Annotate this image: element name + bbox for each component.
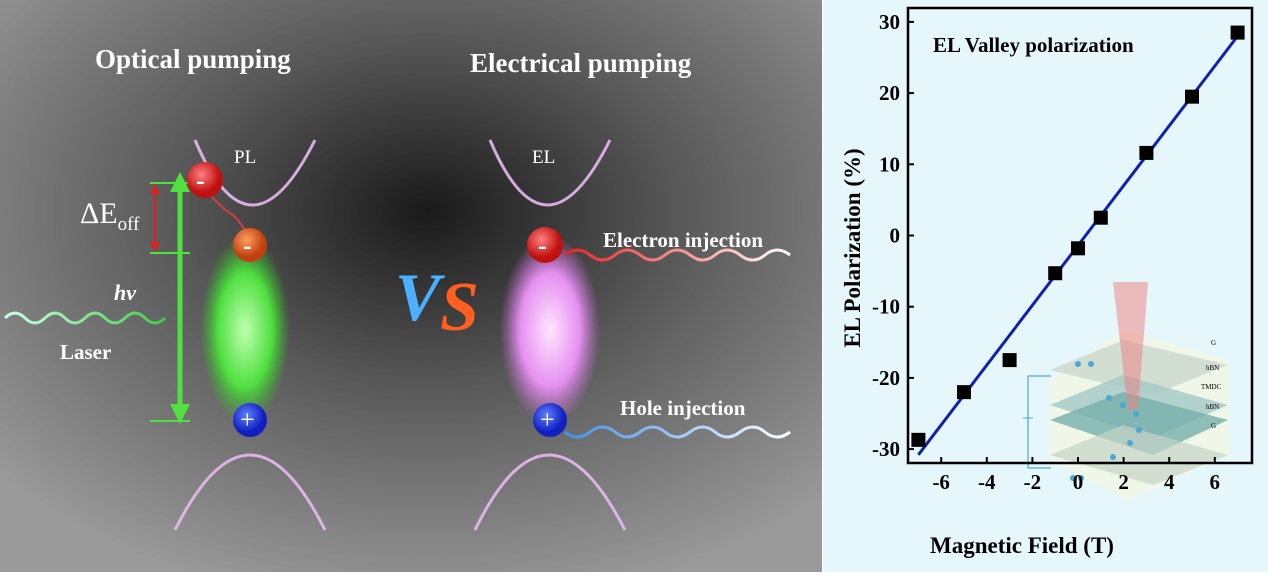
pumping-diagram: V S Optical pumping Electrical pumping P… (0, 0, 822, 572)
y-tick-label: 10 (879, 152, 900, 176)
minus-sign: - (538, 231, 547, 260)
hole-wave (564, 425, 791, 439)
y-tick-label: 30 (879, 10, 900, 34)
delta-e-label: ΔEoff (80, 197, 140, 235)
electron-injection-label: Electron injection (603, 228, 764, 252)
data-point (1048, 266, 1063, 281)
minus-sign: - (196, 166, 205, 195)
plus-sign: + (240, 405, 255, 434)
data-point (1185, 89, 1199, 104)
device-inset (1023, 282, 1228, 500)
diagram-canvas: V S (0, 0, 822, 572)
data-point (1093, 210, 1108, 225)
x-tick-label: 2 (1118, 470, 1129, 494)
x-tick-label: 6 (1210, 470, 1221, 494)
vs-logo: V (395, 259, 445, 335)
electron-wave (564, 248, 791, 262)
data-point (1139, 145, 1154, 160)
data-point (911, 432, 926, 447)
minus-sign: - (243, 231, 252, 260)
exciton-green (200, 235, 290, 425)
y-axis-label: EL Polarization (%) (840, 148, 865, 348)
layer-label: TMDC (1201, 383, 1222, 391)
emission-wave (209, 194, 249, 234)
layer-label: G (1211, 422, 1217, 430)
y-tick-label: -20 (872, 366, 900, 390)
x-tick-label: -2 (1024, 470, 1042, 494)
hole-ball (233, 403, 267, 437)
data-point (1002, 353, 1017, 368)
y-tick-label: 0 (890, 224, 901, 248)
x-tick-label: -4 (978, 470, 996, 494)
electron-ball (187, 162, 223, 198)
laser-label: Laser (60, 340, 112, 364)
layer-label: G (1211, 339, 1217, 347)
data-point (957, 385, 971, 400)
y-tick-label: -30 (872, 437, 900, 461)
hole-injection-label: Hole injection (620, 396, 746, 420)
data-point (1230, 25, 1245, 40)
electron-ball (527, 227, 563, 263)
chart-title: EL Valley polarization (933, 33, 1134, 57)
laser-wave (3, 311, 167, 325)
pl-label: PL (234, 147, 257, 168)
hole-ball (533, 403, 567, 437)
y-tick-label: 20 (879, 81, 900, 105)
laser-cone (1113, 282, 1148, 410)
exciton-pink (500, 235, 600, 425)
electrical-title: Electrical pumping (470, 48, 692, 78)
x-axis-label: Magnetic Field (T) (930, 533, 1114, 558)
optical-title: Optical pumping (95, 44, 291, 74)
x-tick-label: 0 (1073, 470, 1084, 494)
plus-sign: + (540, 405, 555, 434)
y-tick-label: -10 (872, 295, 900, 319)
electron-ball (233, 228, 267, 262)
layer-label: hBN (1206, 364, 1220, 372)
svg-text:S: S (440, 269, 479, 346)
data-point (1071, 241, 1085, 256)
hv-label: hv (114, 280, 136, 305)
x-tick-label: -6 (932, 470, 950, 494)
x-tick-label: 4 (1164, 470, 1175, 494)
el-label: EL (532, 147, 556, 168)
layer-label: hBN (1206, 403, 1220, 411)
